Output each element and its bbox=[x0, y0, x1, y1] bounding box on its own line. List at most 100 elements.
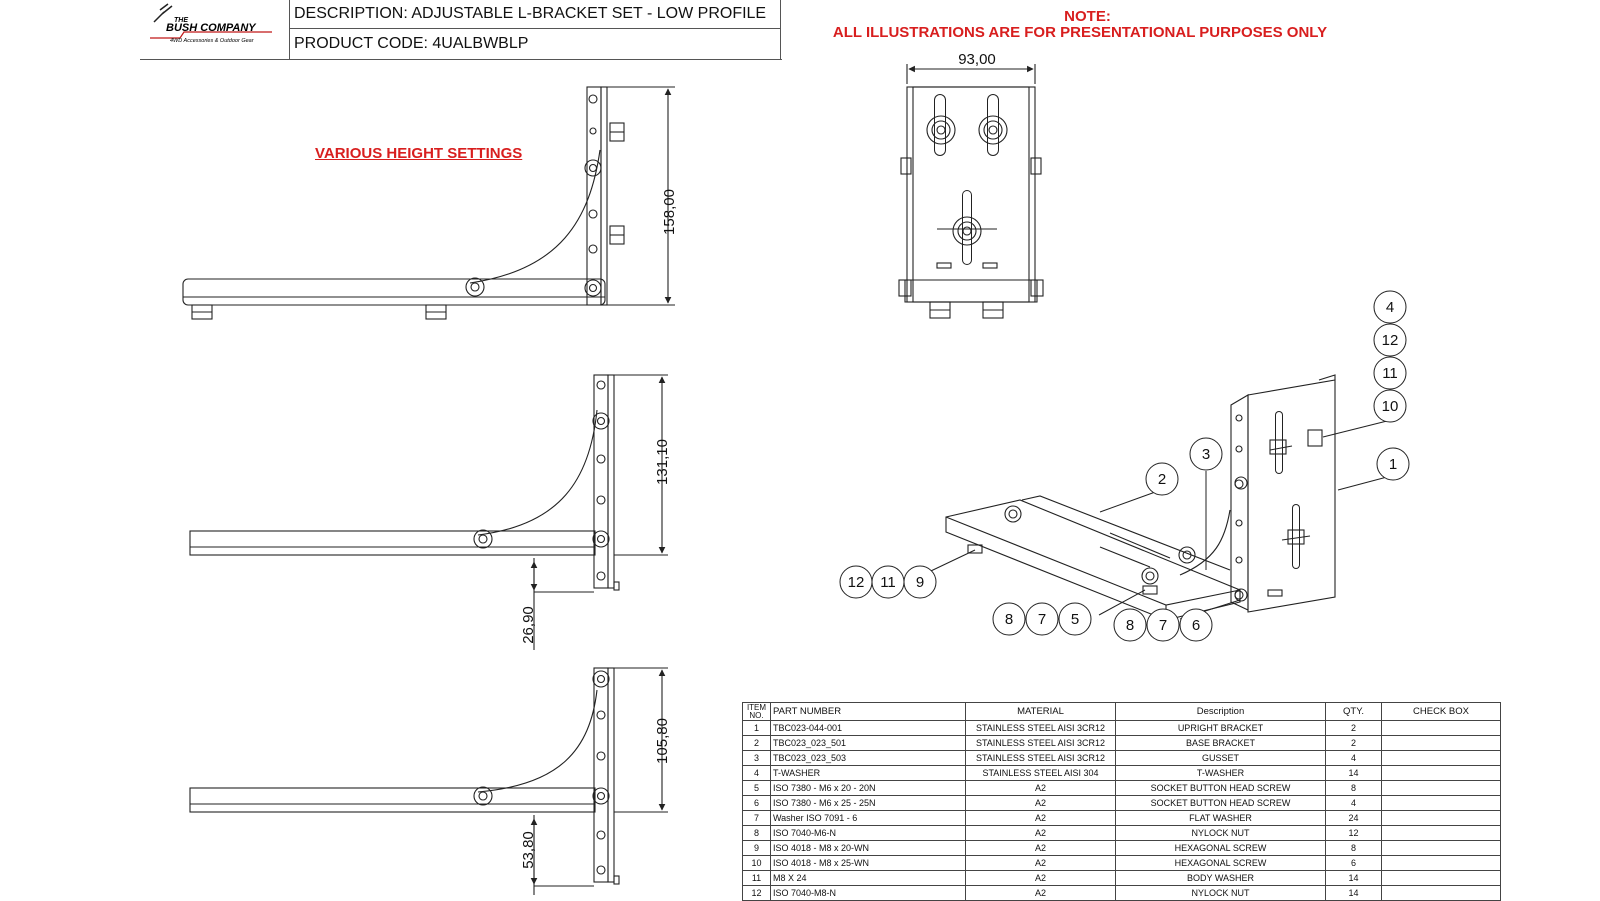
balloon-group2-5: 5 bbox=[1071, 611, 1079, 628]
bom-check[interactable] bbox=[1381, 840, 1501, 856]
bom-item: 4 bbox=[742, 765, 771, 781]
bom-description: UPRIGHT BRACKET bbox=[1115, 720, 1326, 736]
bom-item: 6 bbox=[742, 795, 771, 811]
bom-material: A2 bbox=[965, 870, 1116, 886]
bom-part: ISO 7380 - M6 x 25 - 25N bbox=[770, 795, 966, 811]
bom-item: 8 bbox=[742, 825, 771, 841]
bom-material: A2 bbox=[965, 810, 1116, 826]
bom-check[interactable] bbox=[1381, 855, 1501, 871]
bom-description: HEXAGONAL SCREW bbox=[1115, 840, 1326, 856]
bom-check[interactable] bbox=[1381, 870, 1501, 886]
bom-description: SOCKET BUTTON HEAD SCREW bbox=[1115, 795, 1326, 811]
bom-item: 1 bbox=[742, 720, 771, 736]
bom-part: TBC023-044-001 bbox=[770, 720, 966, 736]
bom-qty: 6 bbox=[1325, 855, 1382, 871]
logo-line3: 4WD Accessories & Outdoor Gear bbox=[170, 38, 255, 44]
dim-view2-offset: 26,90 bbox=[520, 606, 537, 644]
bom-check[interactable] bbox=[1381, 825, 1501, 841]
balloon-group2-7: 7 bbox=[1038, 611, 1046, 628]
bom-description: NYLOCK NUT bbox=[1115, 825, 1326, 841]
dim-view3-offset: 53,80 bbox=[520, 831, 537, 869]
bom-description: SOCKET BUTTON HEAD SCREW bbox=[1115, 780, 1326, 796]
logo-line1: THE bbox=[174, 17, 188, 24]
bom-item: 10 bbox=[742, 855, 771, 871]
bom-qty: 4 bbox=[1325, 795, 1382, 811]
side-view-min-height bbox=[189, 667, 668, 895]
bom-header-checkbox: CHECK BOX bbox=[1381, 702, 1501, 721]
balloon-group3-6: 6 bbox=[1192, 617, 1200, 634]
bom-header-item: ITEM NO. bbox=[742, 702, 771, 721]
balloon-12: 12 bbox=[1382, 332, 1399, 349]
bom-material: STAINLESS STEEL AISI 3CR12 bbox=[965, 735, 1116, 751]
balloon-group1-12: 12 bbox=[848, 574, 865, 591]
bom-check[interactable] bbox=[1381, 885, 1501, 901]
bom-qty: 12 bbox=[1325, 825, 1382, 841]
bom-material: A2 bbox=[965, 885, 1116, 901]
isometric-assembly bbox=[945, 374, 1336, 621]
bom-qty: 2 bbox=[1325, 735, 1382, 751]
bom-description: FLAT WASHER bbox=[1115, 810, 1326, 826]
logo-line2: BUSH COMPANY bbox=[166, 22, 257, 34]
bom-material: STAINLESS STEEL AISI 3CR12 bbox=[965, 750, 1116, 766]
dim-view2-height: 131,10 bbox=[654, 439, 671, 485]
bom-item: 9 bbox=[742, 840, 771, 856]
product-code-cell: PRODUCT CODE: 4UALBWBLP bbox=[289, 29, 781, 59]
bom-item: 11 bbox=[742, 870, 771, 886]
dim-front-width: 93,00 bbox=[958, 51, 996, 68]
dim-view1-height: 158,00 bbox=[661, 189, 678, 235]
bom-part: TBC023_023_501 bbox=[770, 735, 966, 751]
bom-check[interactable] bbox=[1381, 810, 1501, 826]
bom-material: A2 bbox=[965, 855, 1116, 871]
note-heading: NOTE: bbox=[1064, 8, 1111, 25]
bom-header-row: ITEM NO. PART NUMBER MATERIAL Descriptio… bbox=[742, 702, 1501, 721]
bom-item: 2 bbox=[742, 735, 771, 751]
company-logo: THE BUSH COMPANY 4WD Accessories & Outdo… bbox=[140, 0, 287, 59]
bom-qty: 2 bbox=[1325, 720, 1382, 736]
balloon-group3-8: 8 bbox=[1126, 617, 1134, 634]
bom-material: STAINLESS STEEL AISI 3CR12 bbox=[965, 720, 1116, 736]
balloon-2: 2 bbox=[1158, 471, 1166, 488]
bom-qty: 4 bbox=[1325, 750, 1382, 766]
bom-check[interactable] bbox=[1381, 720, 1501, 736]
balloon-group3-7: 7 bbox=[1159, 617, 1167, 634]
bom-item: 12 bbox=[742, 885, 771, 901]
balloon-10: 10 bbox=[1382, 398, 1399, 415]
balloon-4: 4 bbox=[1386, 299, 1394, 316]
bom-header-qty: QTY. bbox=[1325, 702, 1382, 721]
bom-qty: 8 bbox=[1325, 840, 1382, 856]
balloon-group1-11: 11 bbox=[880, 574, 896, 591]
bom-description: BODY WASHER bbox=[1115, 870, 1326, 886]
bom-material: A2 bbox=[965, 840, 1116, 856]
bom-material: A2 bbox=[965, 795, 1116, 811]
bom-part: ISO 7040-M8-N bbox=[770, 885, 966, 901]
bom-description: NYLOCK NUT bbox=[1115, 885, 1326, 901]
bom-check[interactable] bbox=[1381, 765, 1501, 781]
bom-description: HEXAGONAL SCREW bbox=[1115, 855, 1326, 871]
bom-qty: 14 bbox=[1325, 870, 1382, 886]
title-block bbox=[140, 0, 782, 60]
bom-material: STAINLESS STEEL AISI 304 bbox=[965, 765, 1116, 781]
bom-qty: 14 bbox=[1325, 765, 1382, 781]
bom-qty: 14 bbox=[1325, 885, 1382, 901]
bom-check[interactable] bbox=[1381, 750, 1501, 766]
bom-check[interactable] bbox=[1381, 795, 1501, 811]
bom-check[interactable] bbox=[1381, 780, 1501, 796]
side-view-max-height bbox=[182, 86, 675, 320]
balloon-11: 11 bbox=[1382, 365, 1398, 382]
bom-header-description: Description bbox=[1115, 702, 1326, 721]
bom-header-part: PART NUMBER bbox=[770, 702, 966, 721]
bom-check[interactable] bbox=[1381, 735, 1501, 751]
bom-header-material: MATERIAL bbox=[965, 702, 1116, 721]
bom-item: 5 bbox=[742, 780, 771, 796]
